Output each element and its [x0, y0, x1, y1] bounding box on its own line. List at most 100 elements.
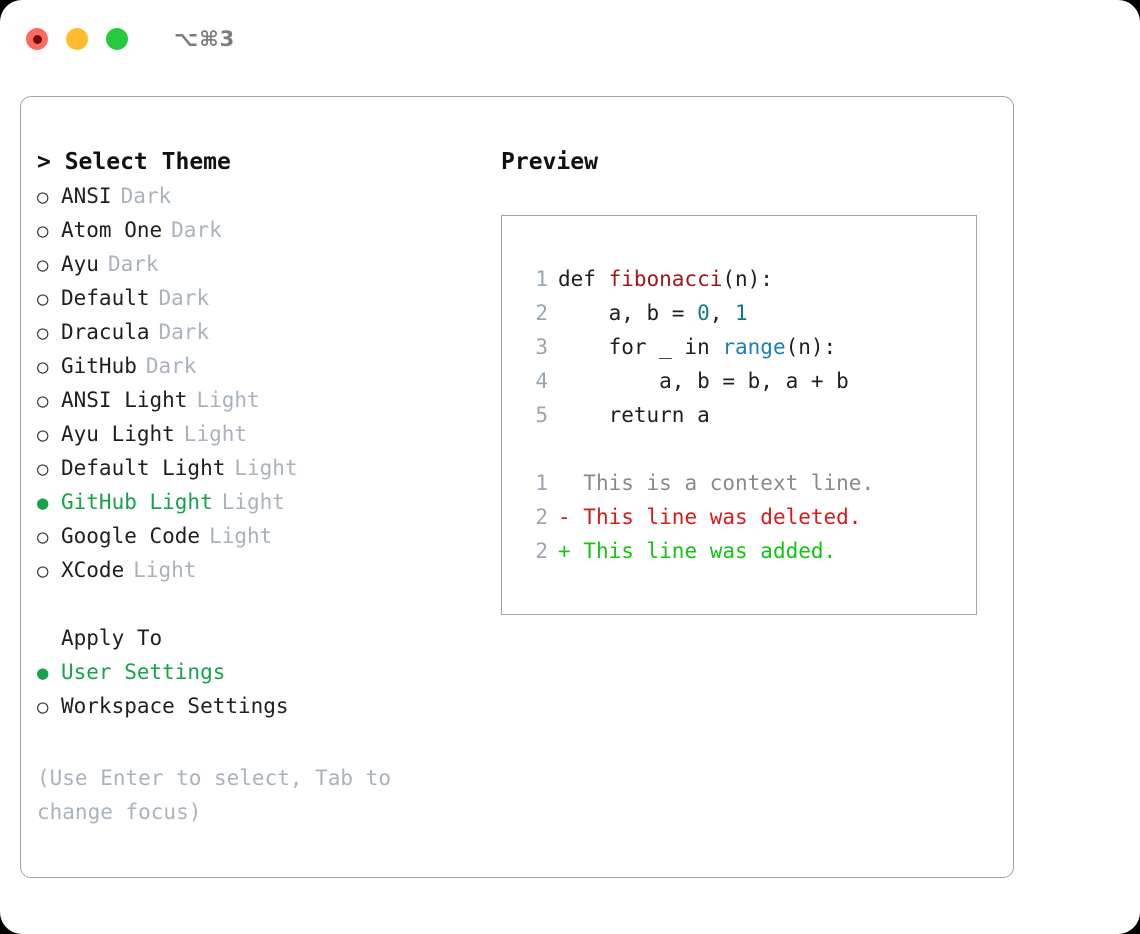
theme-item-xcode[interactable]: ○ XCode Light	[37, 553, 487, 587]
maximize-icon[interactable]	[106, 28, 128, 50]
theme-item-variant-tag: Dark	[107, 252, 159, 276]
code-token-plain: a, b =	[558, 301, 698, 325]
radio-unselected-icon[interactable]: ○	[37, 288, 49, 310]
minimize-icon[interactable]	[66, 28, 88, 50]
diff-line-number: 2	[535, 539, 548, 563]
theme-item-variant-tag: Light	[221, 490, 285, 514]
theme-item-ansi[interactable]: ○ ANSI Dark	[37, 179, 487, 213]
theme-item-variant-tag: Light	[196, 388, 260, 412]
theme-item-variant-tag: Dark	[171, 218, 222, 242]
theme-item-label: XCode	[61, 558, 125, 582]
theme-item-default[interactable]: ○ Default Dark	[37, 281, 487, 315]
apply-to-item-user-settings[interactable]: ● User Settings	[37, 655, 487, 689]
window-controls	[26, 28, 128, 50]
apply-to-list[interactable]: ● User Settings ○ Workspace Settings	[37, 655, 487, 723]
radio-unselected-icon[interactable]: ○	[37, 424, 49, 446]
diff-line-context: 1 This is a context line.	[520, 466, 976, 500]
theme-item-github-light[interactable]: ● GitHub Light Light	[37, 485, 487, 519]
diff-line-deleted: 2- This line was deleted.	[520, 500, 976, 534]
radio-unselected-icon[interactable]: ○	[37, 526, 49, 548]
code-token-plain: (n):	[785, 335, 837, 359]
code-line-number: 3	[535, 335, 548, 359]
radio-unselected-icon[interactable]: ○	[37, 186, 49, 208]
theme-item-github[interactable]: ○ GitHub Dark	[37, 349, 487, 383]
theme-item-variant-tag: Light	[183, 422, 248, 446]
code-line: 5 return a	[520, 398, 976, 432]
apply-to-heading-row: ○ Apply To	[37, 621, 487, 655]
apply-to-item-label: User Settings	[61, 660, 226, 684]
code-line-number: 2	[535, 301, 548, 325]
diff-line-prefix	[558, 466, 583, 500]
code-token-plain: for _ in	[558, 335, 723, 359]
radio-unselected-icon[interactable]: ○	[37, 560, 49, 582]
code-token-call: range	[722, 335, 786, 359]
theme-item-ansi-light[interactable]: ○ ANSI Light Light	[37, 383, 487, 417]
code-diff-spacer	[520, 432, 976, 466]
code-line: 2 a, b = 0, 1	[520, 296, 976, 330]
code-token-plain: ,	[709, 301, 736, 325]
radio-unselected-icon[interactable]: ○	[37, 322, 49, 344]
code-token-plain: (n):	[722, 267, 773, 291]
close-icon[interactable]	[26, 28, 48, 50]
keyboard-hint: (Use Enter to select, Tab to change focu…	[37, 766, 392, 824]
theme-item-label: ANSI	[61, 184, 112, 208]
theme-item-label: Default Light	[61, 456, 226, 480]
diff-line-added: 2+ This line was added.	[520, 534, 976, 568]
theme-item-label: Google Code	[61, 524, 201, 548]
diff-sample: 1 This is a context line.2- This line wa…	[520, 466, 976, 568]
select-theme-heading: > Select Theme	[37, 149, 231, 175]
title-bar: ⌥⌘3	[0, 0, 1140, 78]
theme-item-label: GitHub	[61, 354, 137, 378]
diff-line-text: This line was deleted.	[583, 505, 862, 529]
diff-line-number: 1	[535, 471, 548, 495]
radio-unselected-icon[interactable]: ○	[37, 696, 49, 718]
code-token-plain: a, b = b, a + b	[558, 369, 849, 393]
apply-to-marker-placeholder: ○	[37, 621, 61, 655]
section-spacer	[37, 587, 487, 621]
radio-unselected-icon[interactable]: ○	[37, 356, 49, 378]
theme-item-label: GitHub Light	[61, 490, 213, 514]
theme-item-variant-tag: Light	[133, 558, 197, 582]
theme-item-label: Dracula	[61, 320, 150, 344]
radio-unselected-icon[interactable]: ○	[37, 220, 49, 242]
theme-item-label: ANSI Light	[61, 388, 188, 412]
code-line-number: 4	[535, 369, 548, 393]
radio-unselected-icon[interactable]: ○	[37, 390, 49, 412]
code-token-num: 0	[697, 301, 710, 325]
theme-item-label: Atom One	[61, 218, 163, 242]
diff-line-number: 2	[535, 505, 548, 529]
theme-item-label: Ayu Light	[61, 422, 175, 446]
theme-item-variant-tag: Dark	[145, 354, 197, 378]
theme-item-label: Ayu	[61, 252, 99, 276]
diff-line-text: This is a context line.	[583, 471, 875, 495]
theme-item-atom-one[interactable]: ○ Atom One Dark	[37, 213, 487, 247]
radio-selected-icon[interactable]: ●	[37, 492, 49, 514]
keyboard-shortcut-label: ⌥⌘3	[174, 27, 236, 51]
theme-item-dracula[interactable]: ○ Dracula Dark	[37, 315, 487, 349]
radio-selected-icon[interactable]: ●	[37, 662, 49, 684]
theme-item-variant-tag: Dark	[158, 320, 210, 344]
theme-item-variant-tag: Dark	[120, 184, 172, 208]
theme-item-variant-tag: Dark	[158, 286, 210, 310]
radio-unselected-icon[interactable]: ○	[37, 254, 49, 276]
theme-item-ayu-light[interactable]: ○ Ayu Light Light	[37, 417, 487, 451]
diff-line-text: This line was added.	[583, 539, 837, 563]
preview-heading: Preview	[501, 149, 598, 175]
apply-to-item-label: Workspace Settings	[61, 694, 289, 718]
theme-item-ayu[interactable]: ○ Ayu Dark	[37, 247, 487, 281]
radio-unselected-icon[interactable]: ○	[37, 458, 49, 480]
apply-to-item-workspace-settings[interactable]: ○ Workspace Settings	[37, 689, 487, 723]
code-token-fn: fibonacci	[608, 267, 723, 291]
code-token-plain: def	[558, 267, 609, 291]
theme-item-label: Default	[61, 286, 150, 310]
code-token-plain: return a	[558, 403, 710, 427]
